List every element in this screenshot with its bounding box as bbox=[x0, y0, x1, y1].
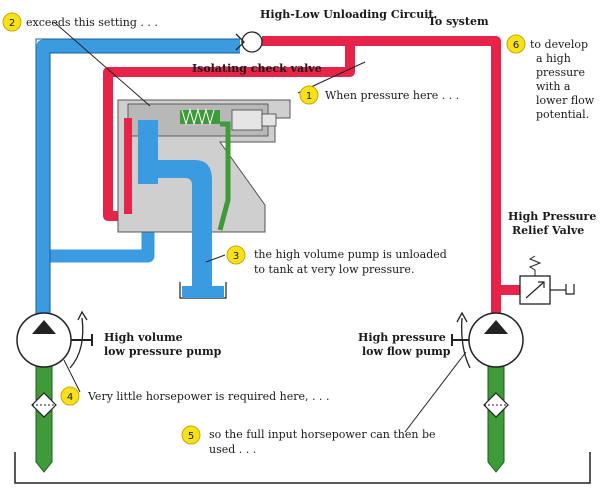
high-pressure-pump-symbol bbox=[451, 311, 524, 369]
label-to-system: To system bbox=[428, 15, 489, 28]
callout-3: 3 the high volume pump is unloaded to ta… bbox=[226, 245, 447, 276]
label-hv-pump-1: High volume bbox=[104, 331, 183, 344]
callout-text: When pressure here . . . bbox=[325, 89, 459, 102]
callout-number: 2 bbox=[9, 18, 15, 29]
callout-badge bbox=[299, 85, 319, 105]
check-valve-symbol bbox=[235, 31, 263, 53]
callout-badge bbox=[226, 245, 246, 265]
callout-text: with a bbox=[536, 80, 571, 93]
filter-icon bbox=[31, 392, 57, 418]
filter-icon bbox=[483, 392, 509, 418]
suction-lines bbox=[35, 361, 505, 473]
label-check-valve: Isolating check valve bbox=[192, 62, 322, 75]
relief-valve-symbol bbox=[519, 255, 575, 305]
unloading-valve-body bbox=[117, 99, 291, 233]
callout-text: so the full input horsepower can then be bbox=[209, 428, 436, 441]
callout-1: 1 When pressure here . . . bbox=[299, 85, 459, 105]
callout-6: 6 to develop a high pressure with a lowe… bbox=[506, 34, 595, 121]
label-hp-pump-1: High pressure bbox=[358, 331, 446, 344]
callout-number: 3 bbox=[233, 251, 239, 262]
pressure-line bbox=[103, 36, 520, 322]
callout-number: 5 bbox=[188, 431, 194, 442]
callout-text: pressure bbox=[536, 66, 585, 79]
high-volume-pump-symbol bbox=[16, 310, 93, 369]
tank-outline bbox=[14, 452, 591, 484]
callout-text: the high volume pump is unloaded bbox=[254, 248, 447, 261]
callout-number: 4 bbox=[67, 392, 73, 403]
diagram-title: High-Low Unloading Circuit. bbox=[260, 8, 437, 21]
callout-number: 1 bbox=[306, 91, 312, 102]
callout-text: to develop bbox=[530, 38, 588, 51]
callout-number: 6 bbox=[513, 40, 519, 51]
callout-text: a high bbox=[536, 52, 571, 65]
callout-text: exceeds this setting . . . bbox=[26, 16, 158, 29]
callout-badge bbox=[506, 34, 526, 54]
callout-text: potential. bbox=[536, 108, 589, 121]
callout-text: Very little horsepower is required here,… bbox=[87, 390, 330, 403]
supply-line bbox=[36, 39, 240, 316]
callout-badge bbox=[60, 386, 80, 406]
tank-drain bbox=[179, 230, 227, 299]
label-hv-pump-2: low pressure pump bbox=[104, 345, 222, 358]
callout-text: used . . . bbox=[209, 443, 256, 456]
supply-line-outline bbox=[35, 38, 240, 316]
callout-text: to tank at very low pressure. bbox=[254, 263, 414, 276]
callout-badge bbox=[181, 425, 201, 445]
label-relief-2: Relief Valve bbox=[512, 224, 584, 237]
callout-2: 2 exceeds this setting . . . bbox=[2, 12, 158, 32]
label-hp-pump-2: low flow pump bbox=[362, 345, 451, 358]
callout-text: lower flow bbox=[536, 94, 595, 107]
callout-4: 4 Very little horsepower is required her… bbox=[60, 386, 330, 406]
label-relief-1: High Pressure bbox=[508, 210, 596, 223]
callout-5: 5 so the full input horsepower can then … bbox=[181, 425, 436, 456]
callout-badge bbox=[2, 12, 22, 32]
